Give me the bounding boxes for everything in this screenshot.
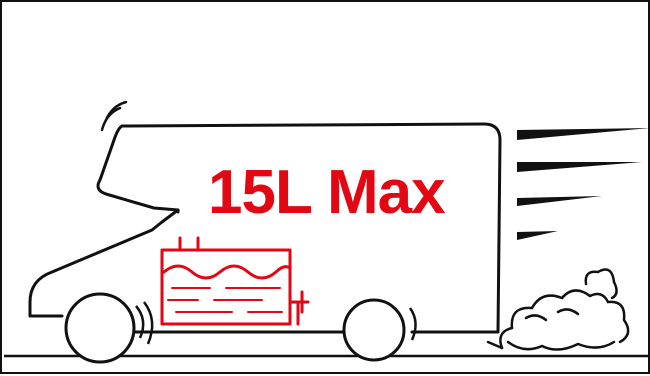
speed-lines-icon [517,128,650,240]
max-capacity-label: 15L Max [208,158,446,227]
rear-wheel [342,298,417,362]
vibration-lines-icon [100,100,128,132]
water-tank-icon [160,236,310,326]
exhaust-smoke-icon [486,268,630,351]
front-wheel [64,292,154,364]
water-level-lines [167,287,283,313]
motorhome-icon [28,122,502,334]
